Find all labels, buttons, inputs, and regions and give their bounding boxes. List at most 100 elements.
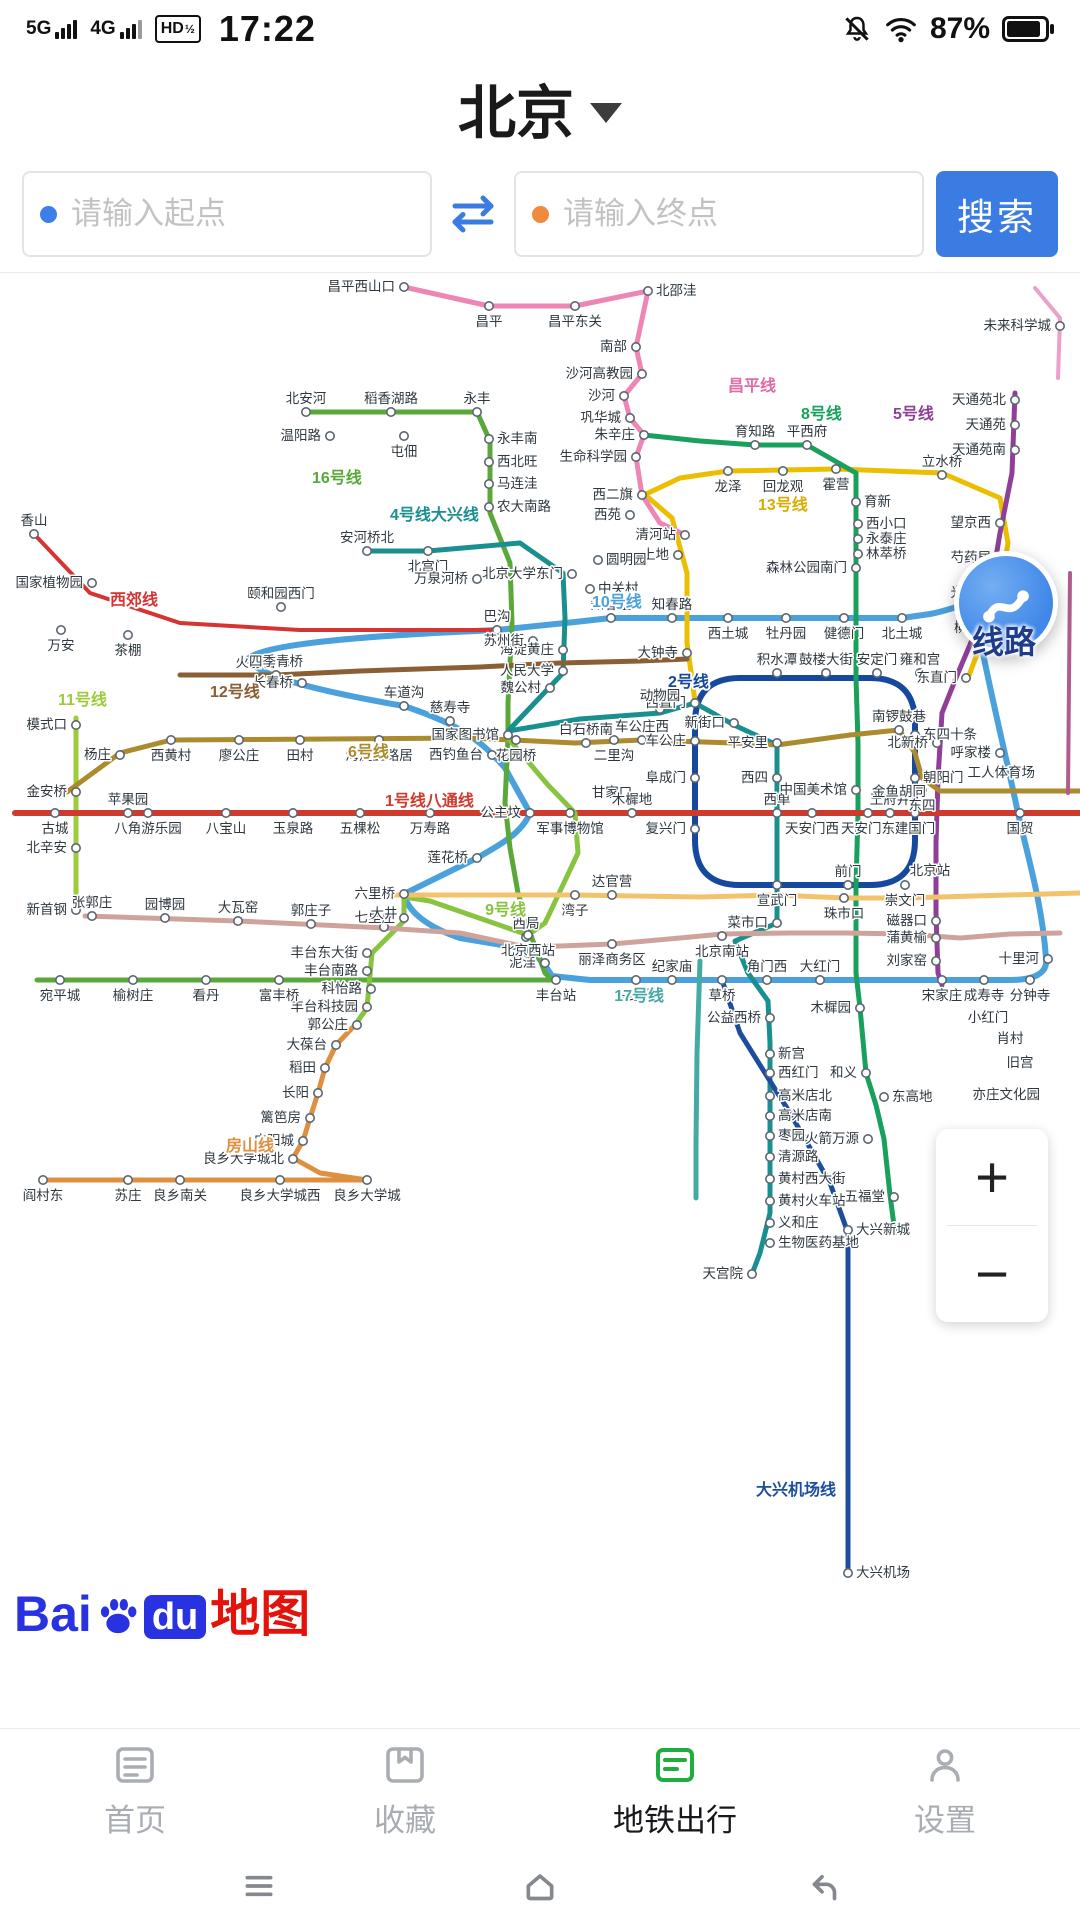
station-dot[interactable] — [605, 612, 616, 623]
station-dot[interactable] — [312, 1087, 323, 1098]
station-dot[interactable] — [852, 533, 863, 544]
station-dot[interactable] — [160, 912, 171, 923]
station-dot[interactable] — [624, 413, 635, 424]
station-dot[interactable] — [398, 431, 409, 442]
station-dot[interactable] — [689, 697, 700, 708]
zoom-in-button[interactable]: + — [975, 1144, 1009, 1210]
station-dot[interactable] — [557, 665, 568, 676]
station-dot[interactable] — [852, 519, 863, 530]
station-dot[interactable] — [838, 612, 849, 623]
station-dot[interactable] — [914, 667, 925, 678]
station-dot[interactable] — [324, 431, 335, 442]
station-dot[interactable] — [123, 807, 134, 818]
station-dot[interactable] — [483, 300, 494, 311]
station-dot[interactable] — [896, 612, 907, 623]
station-dot[interactable] — [679, 529, 690, 540]
station-dot[interactable] — [722, 612, 733, 623]
station-dot[interactable] — [1025, 974, 1036, 985]
station-dot[interactable] — [838, 892, 849, 903]
station-dot[interactable] — [351, 1019, 362, 1030]
station-dot[interactable] — [304, 1112, 315, 1123]
station-dot[interactable] — [830, 464, 841, 475]
station-dot[interactable] — [483, 502, 494, 513]
station-dot[interactable] — [764, 1067, 775, 1078]
station-dot[interactable] — [566, 568, 577, 579]
station-dot[interactable] — [592, 554, 603, 565]
station-dot[interactable] — [850, 497, 861, 508]
station-dot[interactable] — [270, 669, 281, 680]
station-dot[interactable] — [771, 772, 782, 783]
station-dot[interactable] — [398, 912, 409, 923]
station-dot[interactable] — [143, 807, 154, 818]
station-dot[interactable] — [916, 784, 927, 795]
station-dot[interactable] — [564, 807, 575, 818]
station-dot[interactable] — [761, 974, 772, 985]
station-dot[interactable] — [801, 440, 812, 451]
station-dot[interactable] — [850, 562, 861, 573]
station-dot[interactable] — [422, 545, 433, 556]
station-dot[interactable] — [681, 647, 692, 658]
station-dot[interactable] — [842, 1224, 853, 1235]
station-dot[interactable] — [666, 974, 677, 985]
station-dot[interactable] — [361, 1001, 372, 1012]
end-input-wrap[interactable] — [514, 171, 924, 257]
station-dot[interactable] — [862, 807, 873, 818]
station-dot[interactable] — [398, 282, 409, 292]
station-dot[interactable] — [115, 749, 126, 760]
station-dot[interactable] — [630, 974, 641, 985]
station-dot[interactable] — [842, 1568, 853, 1579]
station-dot[interactable] — [1009, 420, 1020, 431]
station-dot[interactable] — [54, 974, 65, 985]
station-dot[interactable] — [728, 717, 739, 728]
station-dot[interactable] — [486, 749, 497, 760]
station-dot[interactable] — [471, 407, 482, 418]
station-dot[interactable] — [1009, 395, 1020, 406]
station-dot[interactable] — [764, 1195, 775, 1206]
station-dot[interactable] — [87, 910, 98, 921]
station-dot[interactable] — [654, 703, 665, 714]
subway-map[interactable]: 昌平西山口昌平昌平东关北邵洼南部沙河高教园沙河巩华城朱辛庄生命科学园西二旗清河站… — [0, 273, 1080, 1693]
station-dot[interactable] — [689, 735, 700, 746]
zoom-out-button[interactable]: − — [975, 1241, 1009, 1307]
station-dot[interactable] — [71, 719, 82, 730]
station-dot[interactable] — [764, 1237, 775, 1248]
station-dot[interactable] — [71, 786, 82, 797]
station-dot[interactable] — [319, 1062, 330, 1073]
station-dot[interactable] — [300, 407, 311, 418]
station-dot[interactable] — [608, 734, 619, 745]
station-dot[interactable] — [1055, 320, 1066, 331]
station-dot[interactable] — [666, 612, 677, 623]
station-dot[interactable] — [899, 879, 910, 890]
station-dot[interactable] — [55, 624, 66, 635]
station-dot[interactable] — [672, 549, 683, 560]
tab-favorites[interactable]: 收藏 — [270, 1729, 540, 1853]
home-nav-icon[interactable] — [517, 1866, 563, 1906]
station-dot[interactable] — [398, 888, 409, 899]
station-dot[interactable] — [862, 1133, 873, 1144]
station-dot[interactable] — [930, 915, 941, 926]
station-dot[interactable] — [378, 921, 389, 932]
station-dot[interactable] — [502, 729, 513, 740]
station-dot[interactable] — [274, 1174, 285, 1185]
station-dot[interactable] — [850, 784, 861, 795]
station-dot[interactable] — [814, 974, 825, 985]
station-dot[interactable] — [49, 807, 60, 818]
station-dot[interactable] — [930, 932, 941, 943]
station-dot[interactable] — [361, 1174, 372, 1185]
station-dot[interactable] — [806, 807, 817, 818]
station-dot[interactable] — [28, 528, 39, 539]
station-dot[interactable] — [123, 629, 134, 640]
station-dot[interactable] — [221, 807, 232, 818]
station-dot[interactable] — [994, 747, 1005, 758]
end-input[interactable] — [561, 195, 906, 233]
station-dot[interactable] — [764, 1012, 775, 1023]
station-dot[interactable] — [931, 737, 942, 748]
station-dot[interactable] — [777, 466, 788, 477]
station-dot[interactable] — [275, 601, 286, 612]
tab-settings[interactable]: 设置 — [810, 1729, 1080, 1853]
station-dot[interactable] — [771, 807, 782, 818]
swap-icon[interactable] — [444, 193, 502, 235]
station-dot[interactable] — [297, 1135, 308, 1146]
station-dot[interactable] — [128, 974, 139, 985]
station-dot[interactable] — [354, 807, 365, 818]
